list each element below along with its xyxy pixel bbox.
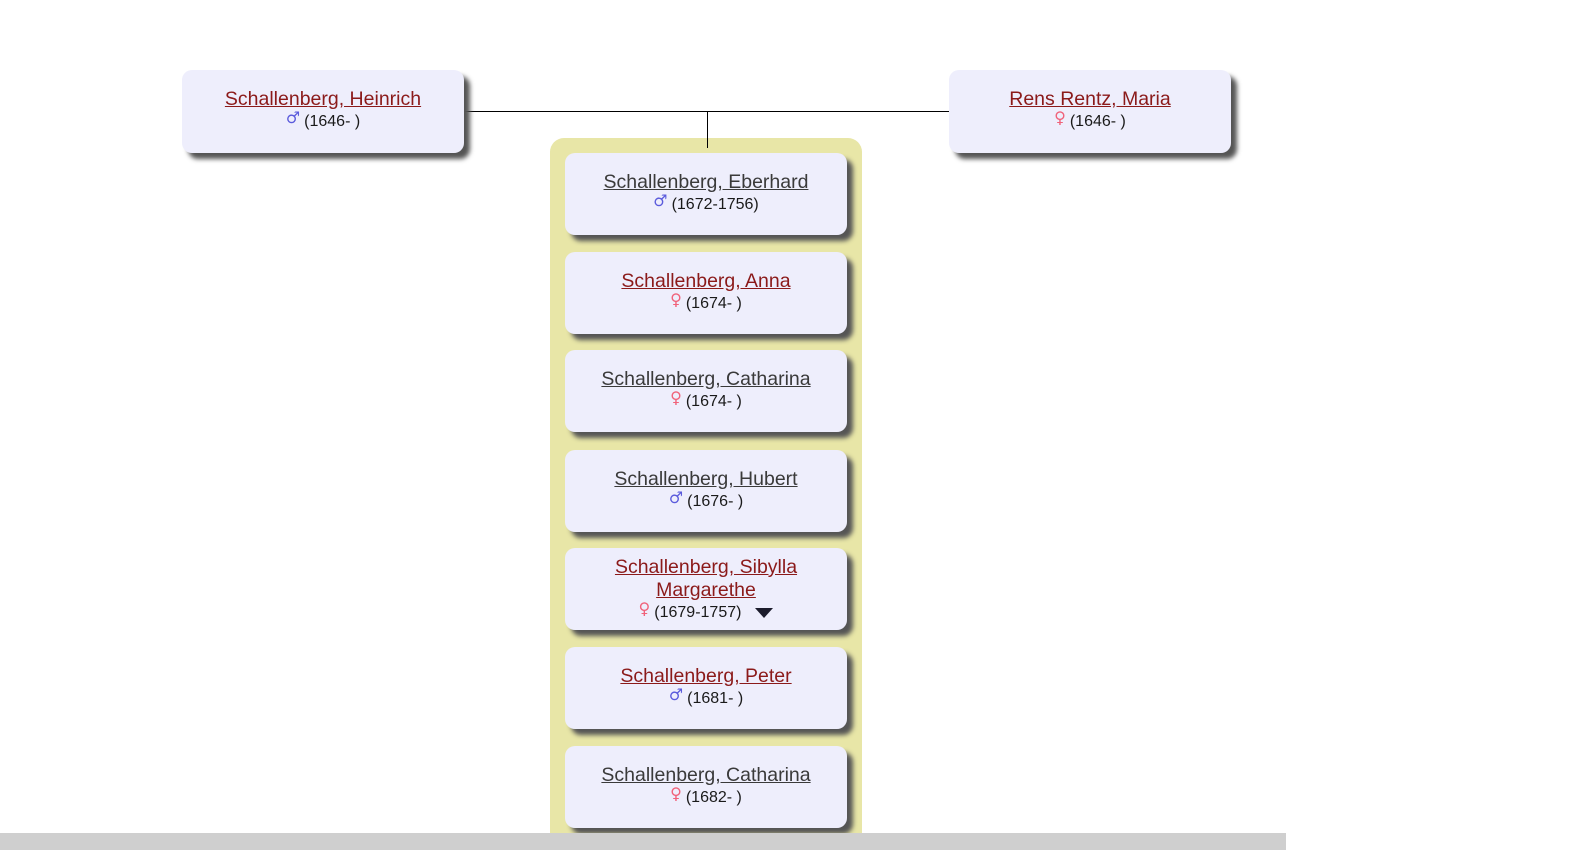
child-card[interactable]: Schallenberg, Catharina ♀ (1674- ) — [565, 350, 847, 432]
couple-connector-line — [463, 111, 950, 112]
mother-card[interactable]: Rens Rentz, Maria ♀ (1646- ) — [949, 70, 1231, 153]
child-card[interactable]: Schallenberg, Sibylla Margarethe ♀ (1679… — [565, 548, 847, 630]
father-card[interactable]: Schallenberg, Heinrich ♂ (1646- ) — [182, 70, 464, 153]
caret-down-icon[interactable] — [755, 608, 774, 618]
person-name-link[interactable]: Schallenberg, Hubert — [614, 468, 798, 490]
child-card[interactable]: Schallenberg, Peter ♂ (1681- ) — [565, 647, 847, 729]
person-name-link[interactable]: Schallenberg, Anna — [621, 270, 791, 292]
life-dates: (1646- ) — [1069, 113, 1126, 130]
person-meta: ♀ (1679-1757) — [565, 599, 847, 623]
person-name-link[interactable]: Schallenberg, Catharina — [601, 764, 811, 786]
person-meta: ♂ (1676- ) — [565, 488, 847, 512]
life-dates: (1676- ) — [687, 493, 744, 510]
person-meta: ♂ (1681- ) — [565, 685, 847, 709]
person-meta: ♀ (1674- ) — [565, 290, 847, 314]
child-card[interactable]: Schallenberg, Eberhard ♂ (1672-1756) — [565, 153, 847, 235]
children-connector-line — [707, 111, 708, 148]
person-meta: ♀ (1646- ) — [949, 108, 1231, 132]
person-meta: ♀ (1682- ) — [565, 784, 847, 808]
life-dates: (1672-1756) — [671, 196, 759, 213]
person-name-link[interactable]: Schallenberg, Sibylla Margarethe — [614, 556, 798, 601]
person-meta: ♀ (1674- ) — [565, 388, 847, 412]
female-icon: ♀ — [670, 784, 682, 803]
life-dates: (1674- ) — [685, 295, 742, 312]
life-dates: (1646- ) — [304, 113, 361, 130]
child-card[interactable]: Schallenberg, Anna ♀ (1674- ) — [565, 252, 847, 334]
horizontal-scrollbar[interactable] — [0, 833, 1286, 850]
male-icon: ♂ — [653, 191, 668, 210]
person-name-link[interactable]: Rens Rentz, Maria — [1009, 88, 1171, 110]
person-meta: ♂ (1672-1756) — [565, 191, 847, 215]
life-dates: (1682- ) — [685, 789, 742, 806]
person-meta: ♂ (1646- ) — [182, 108, 464, 132]
male-icon: ♂ — [668, 488, 684, 507]
female-icon: ♀ — [638, 599, 651, 618]
child-card[interactable]: Schallenberg, Hubert ♂ (1676- ) — [565, 450, 847, 532]
person-name-link[interactable]: Schallenberg, Peter — [620, 665, 792, 687]
male-icon: ♂ — [668, 685, 684, 704]
female-icon: ♀ — [670, 290, 682, 309]
female-icon: ♀ — [670, 388, 682, 407]
person-name-link[interactable]: Schallenberg, Eberhard — [603, 171, 809, 193]
life-dates: (1679-1757) — [654, 604, 742, 621]
female-icon: ♀ — [1054, 108, 1066, 127]
life-dates: (1681- ) — [687, 690, 744, 707]
scrollbar-thumb[interactable] — [0, 833, 1286, 850]
male-icon: ♂ — [285, 108, 301, 127]
life-dates: (1674- ) — [685, 393, 742, 410]
person-name-link[interactable]: Schallenberg, Heinrich — [224, 88, 422, 110]
person-name-link[interactable]: Schallenberg, Catharina — [601, 368, 811, 390]
child-card[interactable]: Schallenberg, Catharina ♀ (1682- ) — [565, 746, 847, 828]
